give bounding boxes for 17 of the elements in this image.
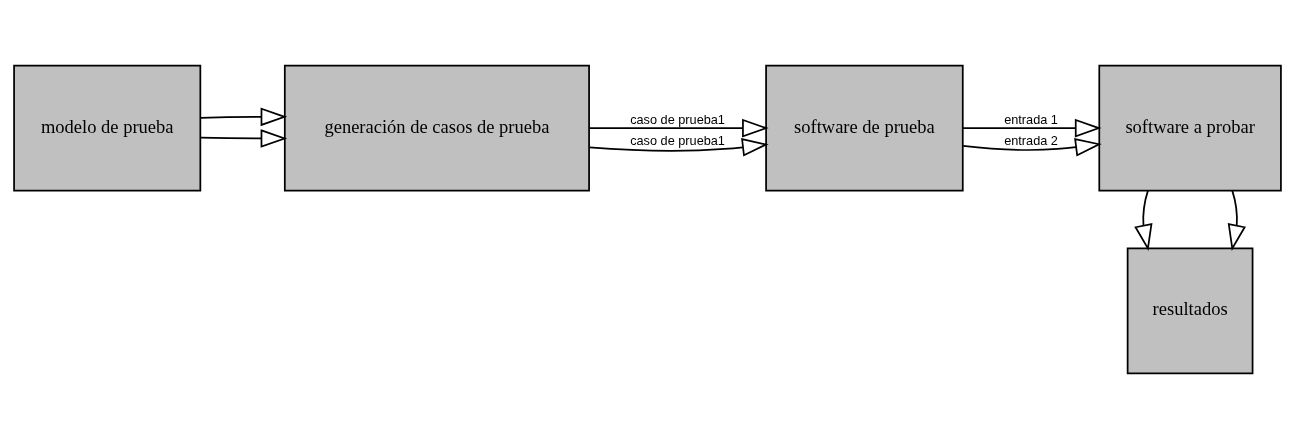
node-box: software de prueba — [765, 64, 964, 192]
edge-label: caso de prueba1 — [630, 112, 725, 128]
node-box: modelo de prueba — [13, 64, 202, 192]
node-box: resultados — [1126, 247, 1254, 375]
arrow — [1227, 189, 1247, 251]
edge-label: entrada 2 — [1004, 133, 1058, 149]
arrow — [962, 118, 1102, 138]
node-box: generación de casos de prueba — [283, 64, 590, 192]
node-box: software a probar — [1098, 64, 1282, 192]
arrow — [199, 107, 288, 127]
arrow — [962, 138, 1102, 157]
arrow — [199, 129, 288, 148]
edge-label: entrada 1 — [1004, 112, 1058, 128]
edge-label: caso de prueba1 — [630, 133, 725, 149]
arrow — [1134, 189, 1153, 251]
arrow — [588, 138, 769, 157]
arrow — [588, 118, 769, 138]
